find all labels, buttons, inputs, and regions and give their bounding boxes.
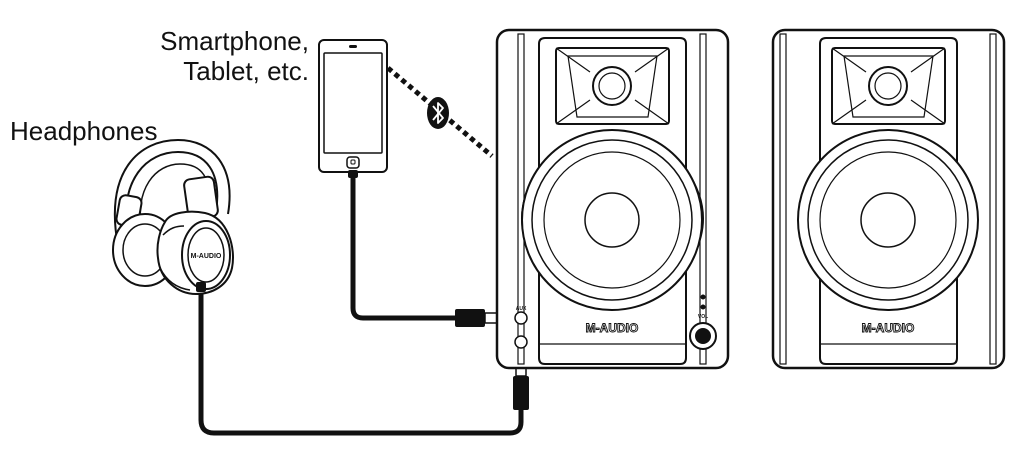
speaker-left-brand: M-AUDIO — [586, 321, 639, 335]
speaker-left — [495, 28, 730, 370]
smartphone-label-line2: Tablet, etc. — [183, 56, 309, 86]
power-indicator-icon — [700, 304, 706, 310]
bluetooth-link — [386, 66, 494, 158]
speaker-panel: AUX VOL — [516, 294, 708, 320]
bluetooth-indicator-icon — [700, 294, 706, 300]
speaker-right-brand: M-AUDIO — [862, 321, 915, 335]
headphone-cable-exit — [196, 282, 206, 292]
bluetooth-icon — [427, 97, 449, 129]
cables — [198, 173, 524, 436]
aux-port-label: AUX — [516, 306, 527, 312]
phone-aux-cable — [350, 173, 461, 321]
smartphone-label-line1: Smartphone, — [160, 26, 309, 56]
volume-label: VOL — [698, 314, 708, 320]
headphone-cable — [198, 283, 524, 436]
speaker-right — [771, 28, 1006, 370]
headphone-brand: M-AUDIO — [191, 253, 222, 260]
phone-plug — [348, 170, 358, 178]
headphones — [112, 139, 234, 295]
smartphone-label: Smartphone, Tablet, etc. — [159, 26, 309, 86]
headphones-label: Headphones — [10, 116, 158, 146]
smartphone — [318, 39, 388, 173]
